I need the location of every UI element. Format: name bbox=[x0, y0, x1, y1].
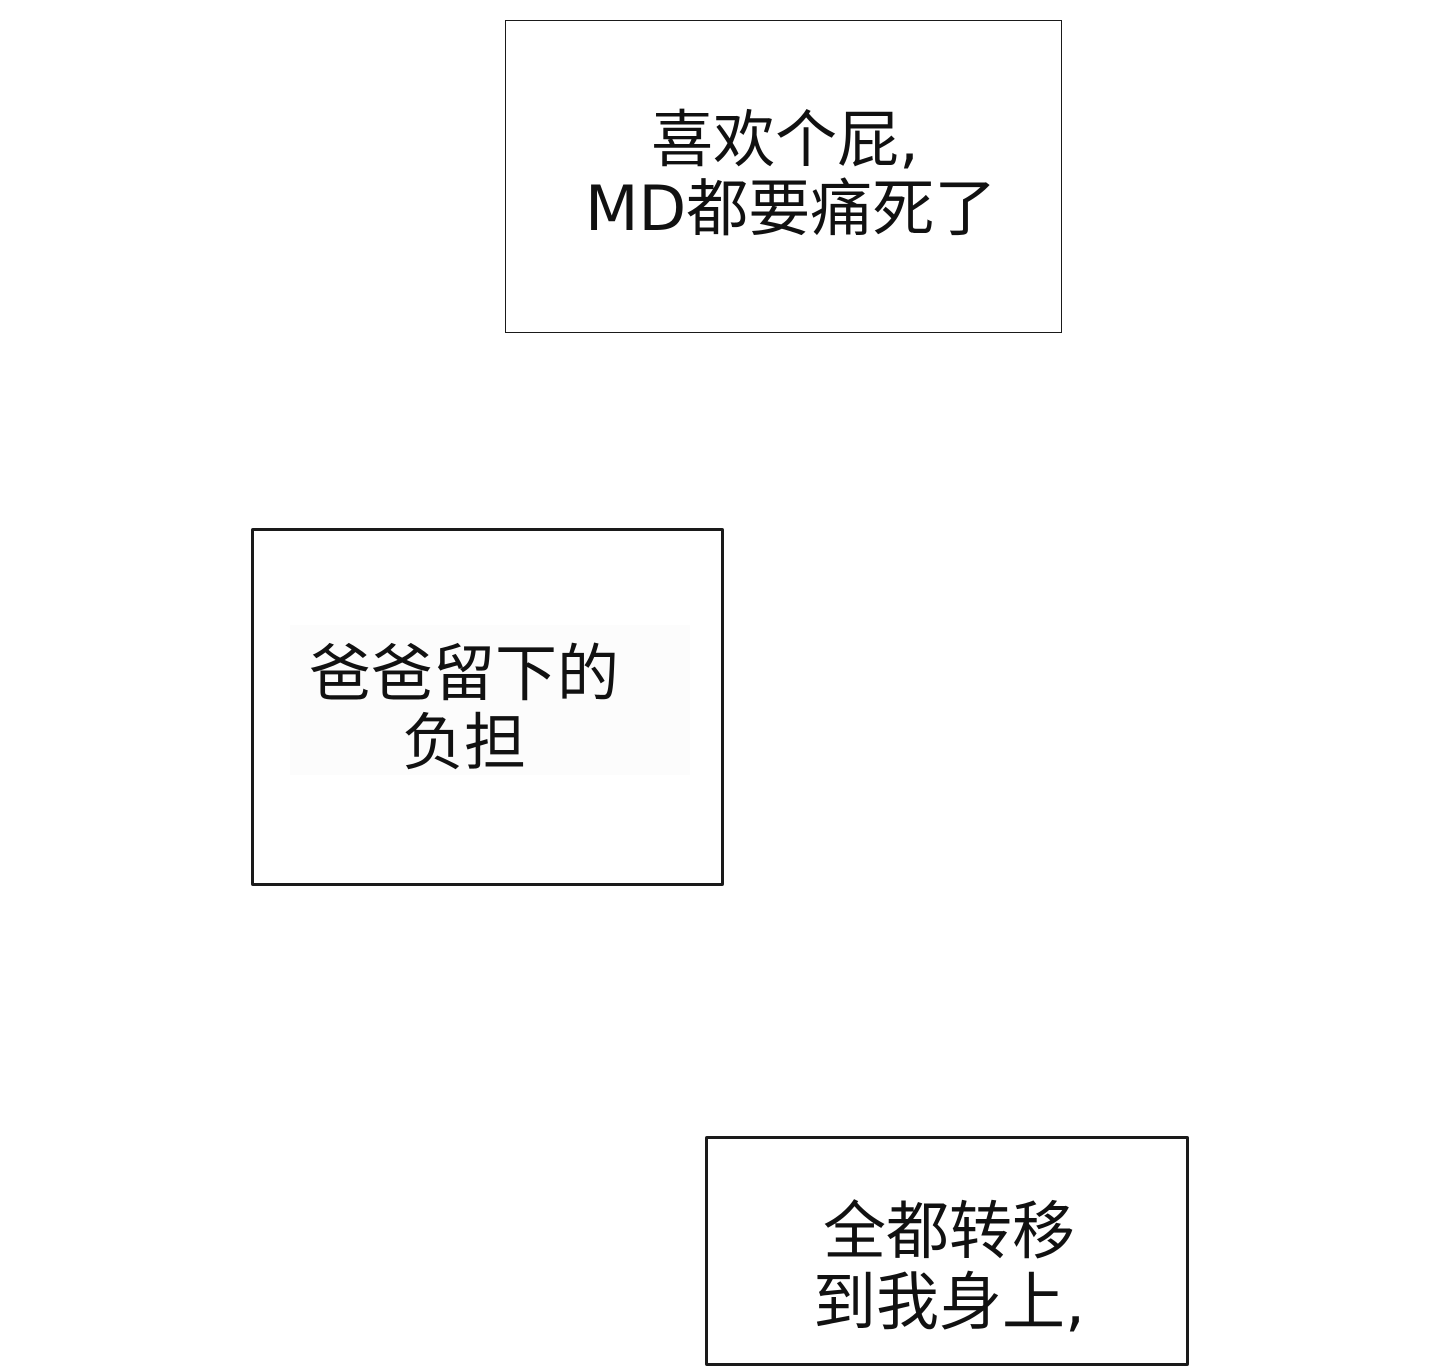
caption-text-2: 爸爸留下的 负担 bbox=[294, 639, 634, 778]
caption-highlight bbox=[290, 625, 690, 775]
caption-line: 爸爸留下的 bbox=[308, 637, 619, 710]
caption-box-3: 全都转移 到我身上, bbox=[705, 1136, 1189, 1366]
caption-box-2: 爸爸留下的 负担 bbox=[251, 528, 724, 886]
caption-text-3: 全都转移 到我身上, bbox=[804, 1195, 1094, 1339]
caption-line: 到我身上, bbox=[812, 1265, 1086, 1339]
caption-text-1: 喜欢个屁, MD都要痛死了 bbox=[585, 103, 997, 246]
caption-line: MD都要痛死了 bbox=[585, 172, 997, 246]
caption-box-1: 喜欢个屁, MD都要痛死了 bbox=[505, 20, 1062, 333]
caption-line: 喜欢个屁, bbox=[651, 103, 919, 176]
caption-line: 负担 bbox=[401, 706, 526, 780]
caption-line: 全都转移 bbox=[823, 1195, 1075, 1268]
